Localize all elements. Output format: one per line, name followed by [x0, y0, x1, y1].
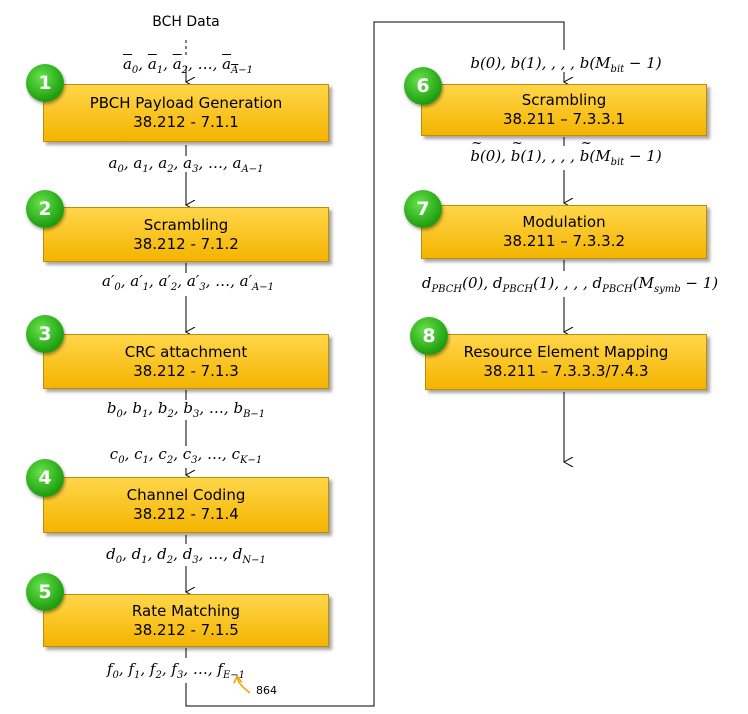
stage-6-title: Scrambling	[521, 91, 607, 109]
stage-8-ref: 38.211 – 7.3.3.3/7.4.3	[483, 362, 649, 380]
stage-4-ref: 38.212 - 7.1.4	[133, 505, 239, 523]
stage-2-box: Scrambling 38.212 - 7.1.2	[43, 207, 329, 262]
stage-5-title: Rate Matching	[131, 601, 241, 620]
signal-c: c0, c1, c2, c3, …, cK−1	[109, 445, 263, 466]
e-note-arrow	[237, 676, 251, 694]
stage-8-title: Resource Element Mapping	[463, 343, 669, 361]
signal-d: d0, d1, d2, d3, …, dN−1	[106, 545, 266, 566]
stage-1-box: PBCH Payload Generation 38.212 - 7.1.1	[43, 84, 329, 142]
stage-5-box: Rate Matching 38.212 - 7.1.5	[43, 594, 329, 647]
stage-1-title: PBCH Payload Generation	[89, 94, 283, 112]
signal-d-pbch: dPBCH(0), dPBCH(1), , , , dPBCH(Msymb − …	[421, 274, 719, 295]
stage-7-badge: 7	[404, 190, 442, 228]
stage-8-badge: 8	[410, 317, 448, 355]
signal-a-prime: a′0, a′1, a′2, a′3, …, a′A−1	[102, 272, 274, 293]
signal-a: a0, a1, a2, a3, …, aA−1	[108, 154, 264, 175]
signal-b-bit: b(0), b(1), , , , b(Mbit − 1)	[470, 54, 662, 75]
stage-2-badge: 2	[26, 190, 64, 228]
stage-8-box: Resource Element Mapping 38.211 – 7.3.3.…	[425, 334, 707, 390]
signal-b: b0, b1, b2, b3, …, bB−1	[106, 399, 266, 420]
signal-f: f0, f1, f2, f3, …, fE−1	[106, 660, 246, 681]
stage-3-box: CRC attachment 38.212 - 7.1.3	[43, 334, 329, 389]
stage-7-ref: 38.211 – 7.3.3.2	[503, 232, 625, 250]
stage-6-box: Scrambling 38.211 – 7.3.3.1	[421, 84, 707, 136]
stage-6-badge: 6	[404, 67, 442, 105]
signal-abar: a0, a1, a2, …, aA−1	[122, 55, 254, 76]
stage-4-badge: 4	[26, 459, 64, 497]
connector-to-right-column	[185, 21, 565, 707]
stage-1-ref: 38.212 - 7.1.1	[133, 113, 239, 131]
stage-3-ref: 38.212 - 7.1.3	[133, 361, 239, 380]
stage-5-ref: 38.212 - 7.1.5	[133, 620, 239, 639]
stage-5-badge: 5	[26, 573, 64, 611]
stage-7-title: Modulation	[522, 213, 606, 231]
e-note-label: 864	[256, 684, 277, 697]
stage-1-badge: 1	[26, 64, 64, 102]
stage-2-title: Scrambling	[143, 215, 229, 234]
stage-4-box: Channel Coding 38.212 - 7.1.4	[43, 477, 329, 533]
stage-2-ref: 38.212 - 7.1.2	[133, 234, 239, 253]
stage-7-box: Modulation 38.211 – 7.3.3.2	[421, 205, 707, 259]
stage-6-ref: 38.211 – 7.3.3.1	[503, 110, 625, 128]
stage-4-title: Channel Coding	[126, 486, 246, 504]
stage-3-badge: 3	[26, 315, 64, 353]
stage-3-title: CRC attachment	[124, 342, 248, 361]
input-label: BCH Data	[152, 14, 220, 30]
signal-b-tilde: b(0), b(1), , , , b(Mbit − 1)	[470, 147, 661, 168]
